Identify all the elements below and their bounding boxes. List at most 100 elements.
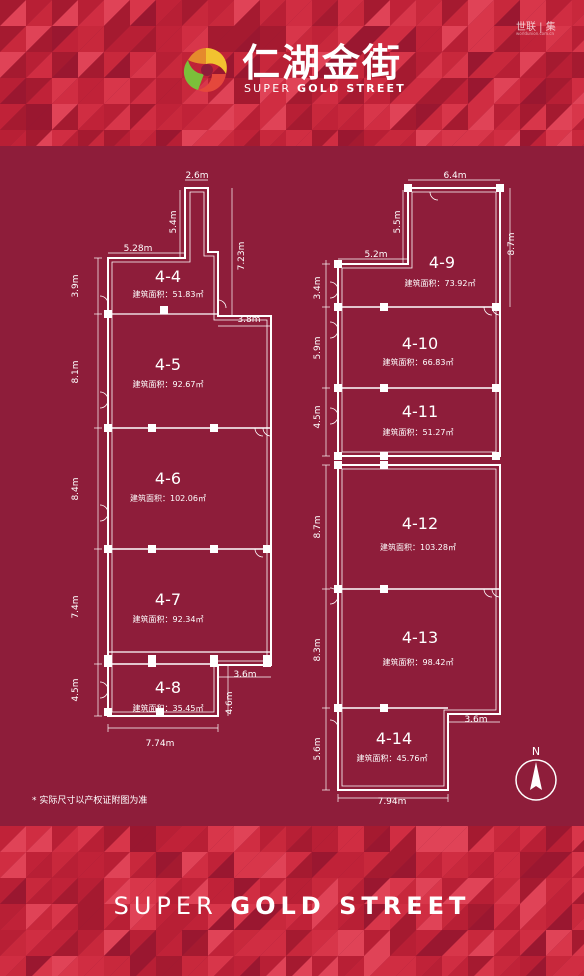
footer-slogan-bold: GOLD STREET bbox=[230, 892, 471, 920]
pattern-triangle bbox=[156, 78, 182, 104]
pattern-triangle bbox=[546, 852, 572, 878]
unit-area-4-10: 建筑面积：66.83㎡ bbox=[383, 357, 454, 367]
dimension-right-4-13-height: 8.3m bbox=[313, 638, 323, 661]
pattern-triangle bbox=[520, 52, 546, 78]
watermark-mark: 集 bbox=[545, 22, 556, 33]
pattern-triangle bbox=[218, 130, 234, 146]
pattern-triangle bbox=[390, 104, 416, 130]
dimension-right-4-14-height: 5.6m bbox=[313, 737, 323, 760]
size-note: * 实际尺寸以产权证附图为准 bbox=[32, 796, 148, 806]
pattern-triangle bbox=[494, 0, 520, 26]
pattern-triangle bbox=[364, 104, 390, 130]
pattern-triangle bbox=[364, 78, 390, 104]
pattern-triangle bbox=[442, 26, 468, 52]
pattern-triangle bbox=[234, 826, 260, 852]
dimension-left-top-height: 7.23m bbox=[237, 242, 247, 271]
dimension-left-top-width: 2.6m bbox=[185, 171, 208, 181]
pattern-triangle bbox=[234, 956, 260, 976]
dimension-left-bottom-width: 7.74m bbox=[146, 739, 175, 749]
pattern-triangle bbox=[182, 930, 208, 956]
pattern-triangle bbox=[442, 904, 468, 930]
pattern-triangle bbox=[26, 52, 52, 78]
pattern-triangle bbox=[312, 904, 338, 930]
unit-label-4-13: 4-13 bbox=[402, 628, 438, 647]
pattern-triangle bbox=[546, 52, 572, 78]
pattern-triangle bbox=[344, 956, 364, 976]
pattern-triangle bbox=[494, 130, 520, 146]
pattern-triangle bbox=[78, 930, 104, 956]
pattern-triangle bbox=[572, 26, 584, 52]
unit-area-4-14: 建筑面积：45.76㎡ bbox=[357, 753, 428, 763]
pattern-triangle bbox=[0, 52, 26, 78]
pattern-triangle bbox=[348, 130, 364, 146]
pattern-triangle bbox=[494, 52, 520, 78]
pattern-triangle bbox=[104, 78, 130, 104]
pattern-triangle bbox=[312, 26, 338, 52]
pattern-triangle bbox=[156, 930, 182, 956]
unit-label-4-5: 4-5 bbox=[155, 355, 181, 374]
doors bbox=[99, 191, 501, 729]
pattern-triangle bbox=[442, 78, 468, 104]
pattern-triangle bbox=[208, 130, 234, 146]
pattern-triangle bbox=[234, 78, 260, 104]
pattern-triangle bbox=[208, 826, 234, 852]
pattern-triangle bbox=[494, 878, 520, 904]
pattern-triangle bbox=[468, 878, 494, 904]
pattern-triangle bbox=[312, 130, 338, 146]
pattern-triangle bbox=[416, 904, 442, 930]
pattern-triangle bbox=[208, 0, 234, 26]
pattern-triangle bbox=[504, 130, 520, 146]
pattern-triangle bbox=[572, 852, 584, 878]
pattern-triangle bbox=[390, 130, 416, 146]
pattern-triangle bbox=[78, 878, 104, 904]
pattern-triangle bbox=[130, 26, 156, 52]
pattern-triangle bbox=[494, 104, 520, 130]
unit-label-4-11: 4-11 bbox=[402, 402, 438, 421]
pattern-triangle bbox=[52, 26, 78, 52]
pattern-triangle bbox=[104, 904, 130, 930]
pattern-triangle bbox=[312, 878, 338, 904]
pattern-triangle bbox=[552, 956, 572, 976]
pattern-triangle bbox=[260, 956, 286, 976]
pattern-triangle bbox=[26, 104, 52, 130]
pattern-triangle bbox=[208, 956, 234, 976]
pattern-triangle bbox=[364, 0, 390, 26]
dimension-right-bottom-width: 7.94m bbox=[378, 797, 407, 807]
pattern-triangle bbox=[338, 0, 364, 26]
pattern-triangle bbox=[286, 956, 312, 976]
pattern-triangle bbox=[442, 878, 468, 904]
pattern-triangle bbox=[312, 78, 338, 104]
pattern-triangle bbox=[416, 104, 442, 130]
pattern-triangle bbox=[572, 866, 584, 878]
pattern-triangle bbox=[572, 66, 584, 78]
pattern-triangle bbox=[104, 26, 130, 52]
dimension-left-step: 3.8m bbox=[237, 315, 260, 325]
pattern-triangle bbox=[370, 956, 390, 976]
watermark-text: 世联 bbox=[516, 22, 536, 33]
pattern-triangle bbox=[520, 826, 546, 852]
pattern-triangle bbox=[416, 26, 442, 52]
pattern-triangle bbox=[478, 130, 494, 146]
pattern-triangle bbox=[442, 826, 468, 852]
pattern-triangle bbox=[416, 52, 442, 78]
pattern-triangle bbox=[260, 0, 286, 26]
unit-area-4-5: 建筑面积：92.67㎡ bbox=[133, 379, 204, 389]
pattern-triangle bbox=[156, 878, 182, 904]
pattern-triangle bbox=[130, 52, 156, 78]
pattern-triangle bbox=[572, 130, 584, 146]
pattern-triangle bbox=[182, 826, 208, 852]
pattern-triangle bbox=[494, 930, 520, 956]
pattern-triangle bbox=[234, 52, 260, 78]
pattern-triangle bbox=[520, 956, 546, 976]
pattern-triangle bbox=[530, 130, 546, 146]
dimension-left-4-4-width: 5.28m bbox=[124, 244, 153, 254]
pattern-triangle bbox=[234, 26, 260, 52]
pattern-triangle bbox=[78, 826, 104, 852]
top-pattern bbox=[0, 0, 584, 146]
brand-name-en-bold: GOLD STREET bbox=[296, 82, 406, 95]
pattern-triangle bbox=[390, 930, 416, 956]
pattern-triangle bbox=[520, 878, 546, 904]
pattern-triangle bbox=[0, 78, 26, 104]
pattern-triangle bbox=[374, 130, 390, 146]
pattern-triangle bbox=[390, 904, 416, 930]
